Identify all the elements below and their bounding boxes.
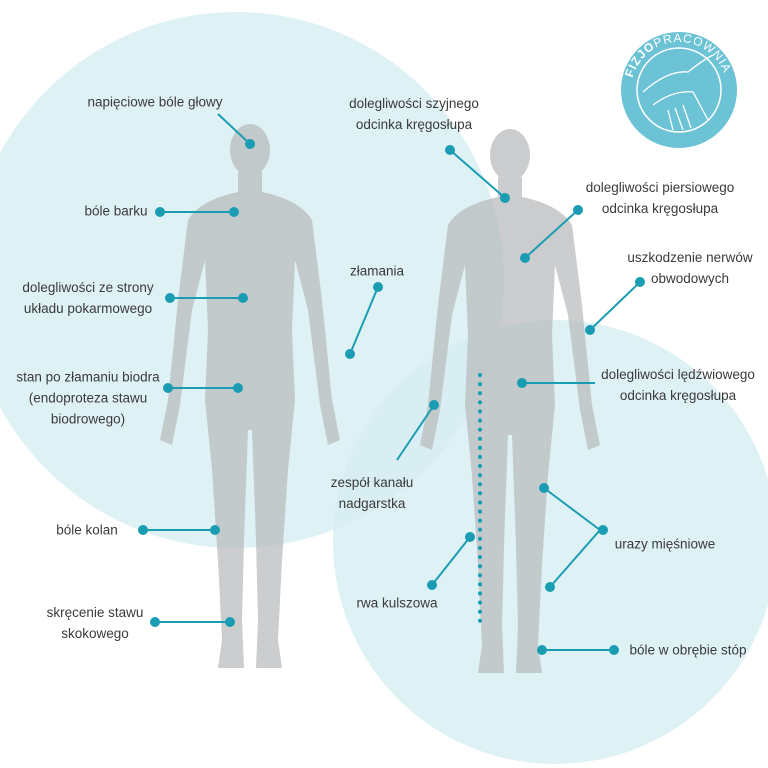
label-knee: bóle kolan xyxy=(56,522,118,538)
label-shoulder: bóle barku xyxy=(84,203,148,219)
label-fracture: złamania xyxy=(349,263,405,279)
label-hip: stan po złamaniu biodra(endoproteza staw… xyxy=(16,369,160,427)
fizjopracownia-logo: FIZJOPRACOWNIA xyxy=(613,30,745,150)
label-head: napięciowe bóle głowy xyxy=(87,94,223,110)
background-circle-right xyxy=(333,320,768,764)
label-sciatica: rwa kulszowa xyxy=(356,595,438,611)
leader-lines xyxy=(138,113,645,655)
label-muscle-injuries: urazy mięśniowe xyxy=(614,536,716,552)
label-feet: bóle w obrębie stóp xyxy=(629,642,747,658)
